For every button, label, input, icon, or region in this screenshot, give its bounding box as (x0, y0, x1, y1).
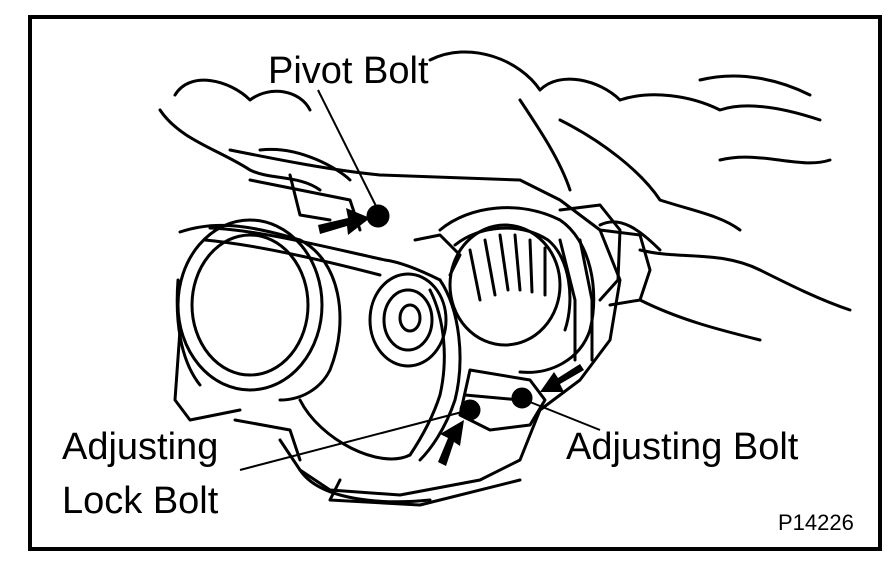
adjusting-lock-bolt-arrow (438, 420, 464, 466)
figure-code: P14226 (778, 510, 854, 535)
pointer-arrows (318, 208, 584, 466)
adjusting-lock-bolt-head (459, 399, 481, 421)
engine-drawing (158, 50, 852, 507)
bolts (366, 204, 533, 421)
pivot-bolt-label: Pivot Bolt (268, 50, 429, 92)
adjusting-lock-bolt-label-line2: Lock Bolt (62, 480, 219, 522)
leader-lines (239, 89, 601, 471)
pivot-bolt-head (366, 204, 390, 228)
adjusting-bolt-label: Adjusting Bolt (566, 426, 799, 468)
adjusting-bolt-arrow (540, 364, 584, 392)
adjusting-lock-bolt-label-line1: Adjusting (62, 426, 219, 468)
adjusting-bolt-head (511, 387, 533, 409)
figure-frame (28, 15, 882, 551)
pivot-bolt-arrow (318, 208, 370, 235)
